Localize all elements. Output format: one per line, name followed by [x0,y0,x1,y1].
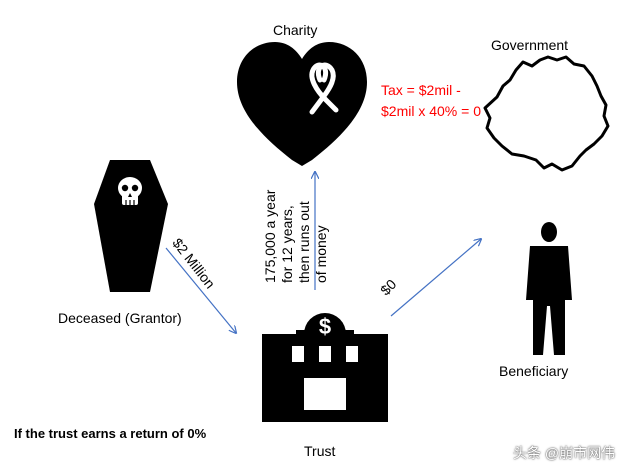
deceased-label: Deceased (Grantor) [58,310,182,326]
arrow-deceased-to-trust [165,247,236,333]
trust-label: Trust [304,443,336,459]
ribbon-icon [309,62,339,115]
flow-label-to-charity-line-4: of money [313,225,329,283]
charity-label: Charity [273,22,318,38]
dollar-sign-icon: $ [319,314,331,339]
tax-formula: Tax = $2mil - $2mil x 40% = 0 [381,80,481,122]
beneficiary-person-icon [526,222,572,355]
tax-formula-line-2: $2mil x 40% = 0 [381,103,481,119]
trust-bank-icon: $ [262,313,388,422]
beneficiary-label: Beneficiary [499,363,569,379]
charity-heart-icon [237,42,367,166]
flow-label-to-charity: 175,000 a year for 12 years, then runs o… [262,153,330,283]
skull-icon [118,177,142,205]
government-map-icon [483,55,610,172]
government-label: Government [491,37,569,53]
flow-label-to-charity-line-1: 175,000 a year [262,189,278,283]
flow-label-to-charity-line-3: then runs out [296,201,312,283]
coffin-icon [94,160,168,292]
watermark: 头条 @崩市网伟 [513,445,616,461]
tax-formula-line-1: Tax = $2mil - [381,82,461,98]
flow-label-to-charity-line-2: for 12 years, [279,205,295,283]
arrow-trust-to-beneficiary [390,239,481,317]
scenario-footnote: If the trust earns a return of 0% [14,426,207,441]
